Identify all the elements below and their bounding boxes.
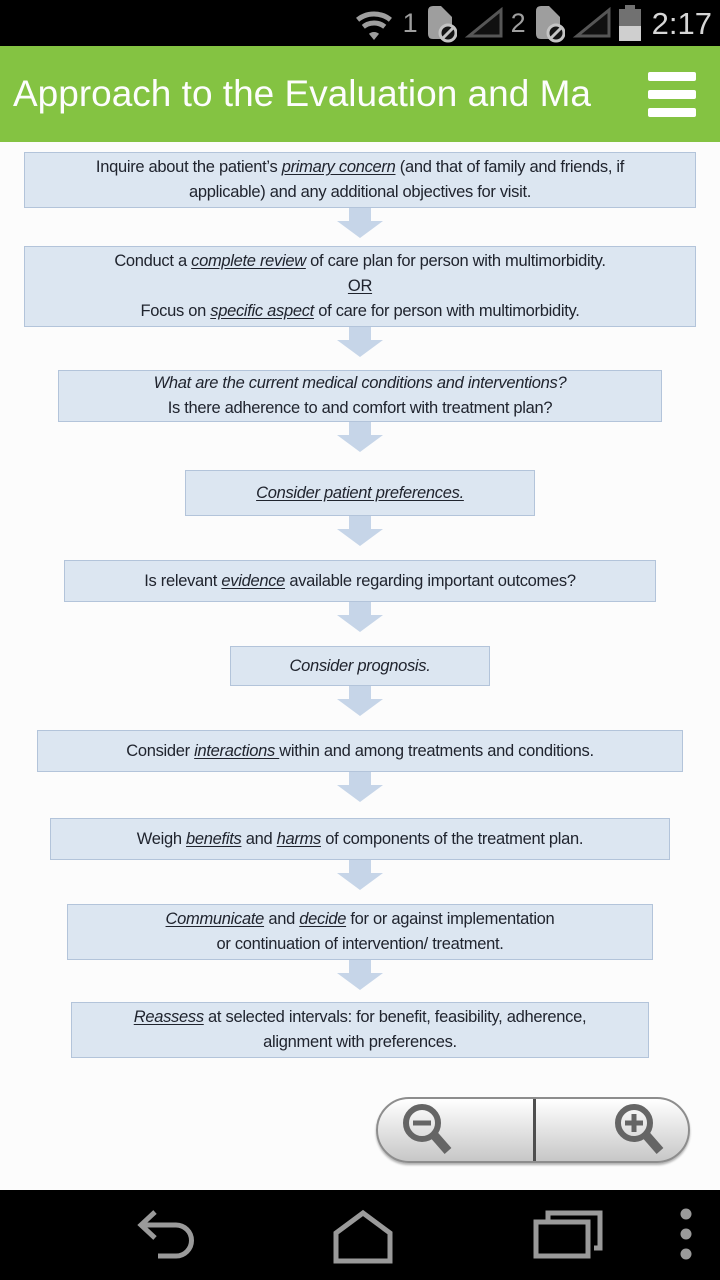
down-arrow xyxy=(337,208,383,238)
flow-box-line: Focus on specific aspect of care for per… xyxy=(140,302,580,320)
flow-box-line: Consider patient preferences. xyxy=(256,483,464,502)
sim1-no-sim-icon xyxy=(427,6,457,43)
recents-button[interactable] xyxy=(521,1190,613,1280)
down-arrow xyxy=(337,960,383,990)
navigation-bar xyxy=(0,1190,720,1280)
battery-icon xyxy=(618,5,641,41)
overflow-menu-button[interactable] xyxy=(664,1190,708,1280)
zoom-in-button[interactable] xyxy=(533,1099,688,1161)
recents-icon xyxy=(533,1210,603,1259)
flow-box-line: or continuation of intervention/ treatme… xyxy=(216,935,504,953)
flowchart-canvas: Inquire about the patient’s primary conc… xyxy=(0,142,720,1190)
flow-box-line: Weigh benefits and harms of components o… xyxy=(136,829,584,848)
down-arrow xyxy=(337,327,383,357)
down-arrow xyxy=(337,772,383,802)
flow-box-benefits-harms: Weigh benefits and harms of components o… xyxy=(50,818,670,860)
flow-box-preferences: Consider patient preferences. xyxy=(185,470,535,516)
flow-box-communicate: Communicate and decide for or against im… xyxy=(67,904,653,960)
zoom-in-icon xyxy=(615,1104,664,1154)
signal-triangle-1 xyxy=(464,7,503,38)
flow-box-line: Consider interactions within and among t… xyxy=(126,741,594,760)
flow-box-evidence: Is relevant evidence available regarding… xyxy=(64,560,656,602)
down-arrow xyxy=(337,422,383,452)
down-arrow xyxy=(337,686,383,716)
wifi-icon xyxy=(351,11,396,40)
signal-triangle-2 xyxy=(572,7,611,38)
clock: 2:17 xyxy=(651,5,712,41)
zoom-out-button[interactable] xyxy=(378,1099,533,1161)
flow-box-line: Inquire about the patient’s primary conc… xyxy=(95,158,625,176)
flow-box-line: What are the current medical conditions … xyxy=(153,374,567,392)
flow-box-line: Is relevant evidence available regarding… xyxy=(144,571,576,590)
flow-box-inquire: Inquire about the patient’s primary conc… xyxy=(24,152,696,208)
flow-box-line: Conduct a complete review of care plan f… xyxy=(114,252,606,270)
home-button[interactable] xyxy=(317,1190,409,1280)
flow-box-line: Reassess at selected intervals: for bene… xyxy=(133,1008,587,1026)
home-icon xyxy=(333,1209,393,1264)
flow-box-prognosis: Consider prognosis. xyxy=(230,646,490,686)
sim1-label: 1 xyxy=(402,7,418,38)
flow-box-line: OR xyxy=(347,277,373,295)
flow-box-line: applicable) and any additional objective… xyxy=(188,183,532,201)
overflow-icon xyxy=(680,1208,692,1260)
sim2-no-sim-icon xyxy=(535,6,565,43)
flow-box-line: Consider prognosis. xyxy=(289,656,431,675)
back-button[interactable] xyxy=(118,1190,210,1280)
down-arrow xyxy=(337,516,383,546)
app-bar: Approach to the Evaluation and Ma xyxy=(0,46,720,142)
status-bar: 1 2 2:17 xyxy=(0,0,720,46)
flow-box-line: Communicate and decide for or against im… xyxy=(165,910,555,928)
flow-box-conditions: What are the current medical conditions … xyxy=(58,370,662,422)
back-icon xyxy=(137,1210,194,1259)
flow-box-line: alignment with preferences. xyxy=(263,1033,457,1051)
zoom-out-icon xyxy=(403,1104,452,1154)
down-arrow xyxy=(337,602,383,632)
down-arrow xyxy=(337,860,383,890)
zoom-controls xyxy=(376,1097,690,1163)
page-title: Approach to the Evaluation and Ma xyxy=(13,73,591,114)
sim2-label: 2 xyxy=(510,7,526,38)
menu-button[interactable] xyxy=(648,69,698,119)
flow-box-interactions: Consider interactions within and among t… xyxy=(37,730,683,772)
flow-box-review: Conduct a complete review of care plan f… xyxy=(24,246,696,327)
flow-box-line: Is there adherence to and comfort with t… xyxy=(167,399,553,417)
flow-box-reassess: Reassess at selected intervals: for bene… xyxy=(71,1002,649,1058)
